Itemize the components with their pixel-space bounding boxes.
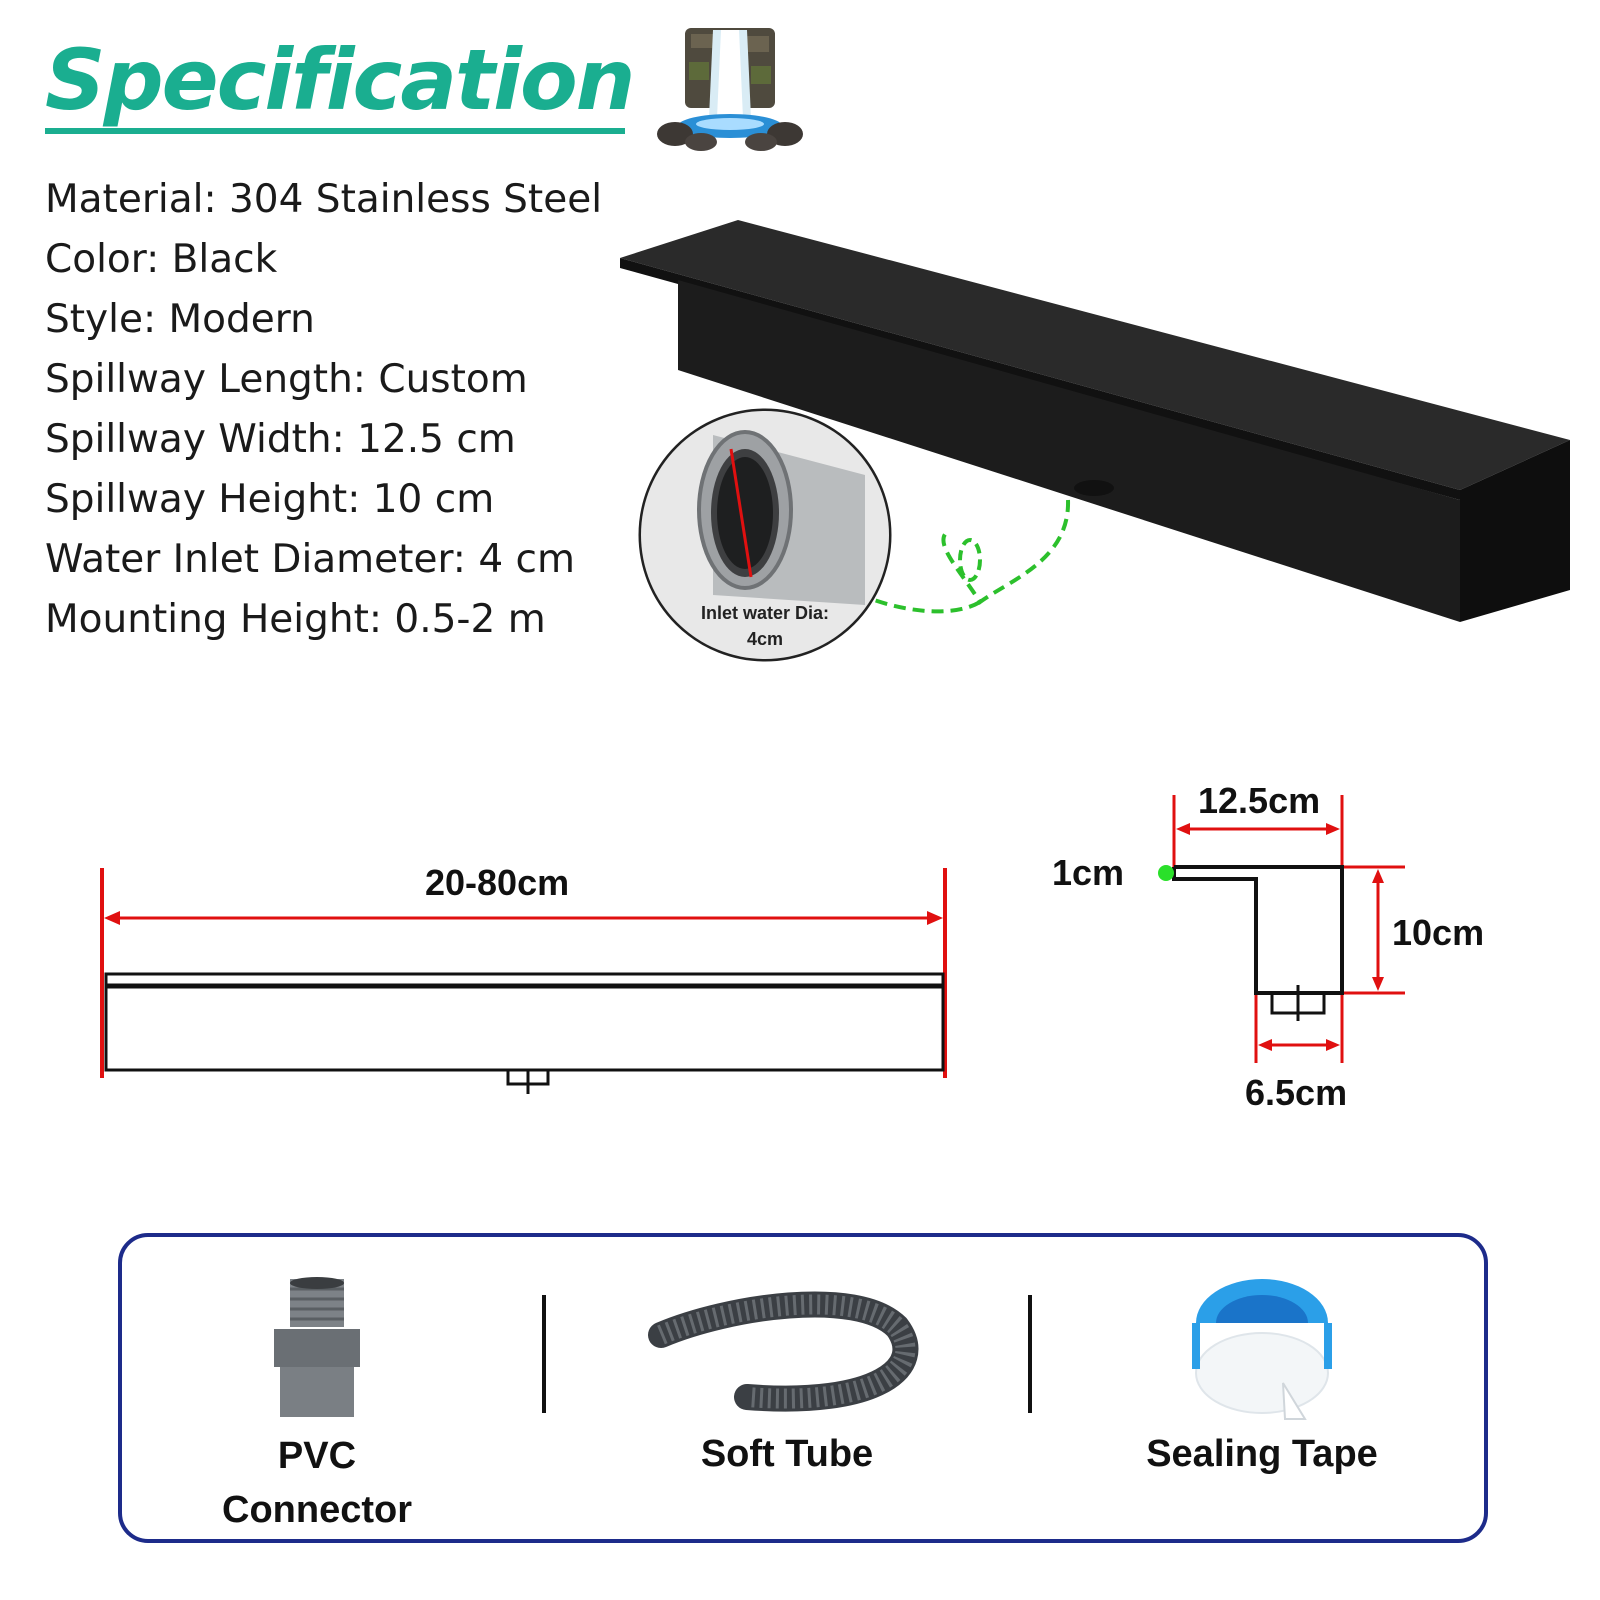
spillway-product-image: [620, 220, 1570, 622]
accessory-soft-tube: Soft Tube: [647, 1287, 927, 1481]
spec-mounting-height: Mounting Height: 0.5-2 m: [45, 597, 546, 642]
width-dimension: 12.5cm: [1198, 780, 1321, 821]
spec-color: Color: Black: [45, 237, 278, 282]
base-dimension: 6.5cm: [1245, 1072, 1348, 1113]
inlet-zoom-circle: [638, 408, 892, 662]
spec-material: Material: 304 Stainless Steel: [45, 177, 603, 222]
length-dimension: 20-80cm: [425, 862, 570, 903]
spec-style: Style: Modern: [45, 297, 315, 342]
waterfall-icon: [657, 28, 803, 151]
accessory-pvc-connector: PVC Connector: [202, 1275, 432, 1537]
sealing-tape-icon: [1192, 1279, 1332, 1420]
length-diagram: [100, 868, 947, 1094]
page-title: Specification: [45, 31, 635, 129]
spec-list: Material: 304 Stainless Steel Color: Bla…: [45, 170, 602, 650]
accessory-divider-2: [1028, 1295, 1032, 1413]
spec-width: Spillway Width: 12.5 cm: [45, 417, 516, 462]
spec-length: Spillway Length: Custom: [45, 357, 528, 402]
pvc-connector-icon: [274, 1277, 360, 1417]
soft-tube-icon: [648, 1291, 919, 1412]
height-dimension: 10cm: [1392, 912, 1485, 953]
accessory-label-pvc: PVC Connector: [222, 1435, 412, 1531]
accessories-box: PVC Connector Soft Tube Sealing Tape: [118, 1233, 1488, 1543]
accessory-sealing-tape: Sealing Tape: [1132, 1273, 1392, 1481]
inlet-callout-label: Inlet water Dia: 4cm: [700, 603, 830, 649]
spec-inlet-diameter: Water Inlet Diameter: 4 cm: [45, 537, 575, 582]
title-underline: [45, 128, 625, 134]
accessory-label-tube: Soft Tube: [700, 1433, 874, 1475]
accessory-label-tape: Sealing Tape: [1146, 1433, 1378, 1475]
spec-height: Spillway Height: 10 cm: [45, 477, 495, 522]
accessory-divider-1: [542, 1295, 546, 1413]
profile-diagram: [1158, 795, 1405, 1063]
lip-dimension: 1cm: [1052, 852, 1125, 893]
